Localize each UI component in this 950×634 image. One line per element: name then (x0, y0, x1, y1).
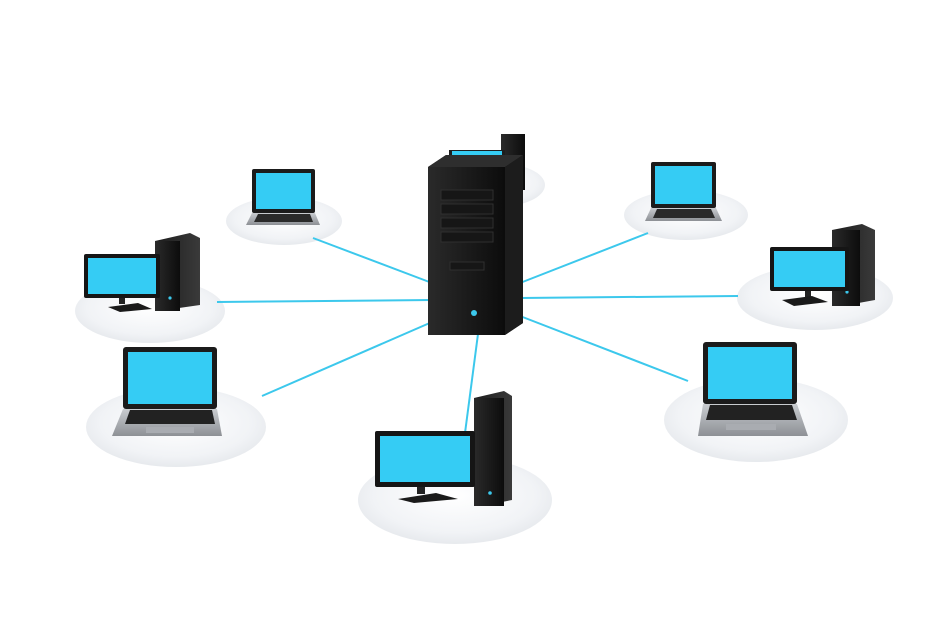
link-left-desktop (216, 299, 433, 303)
desktop-right (770, 224, 875, 306)
desktop-left (84, 233, 200, 312)
link-right-desktop (519, 295, 739, 299)
laptop-screen (655, 166, 712, 204)
monitor-screen (88, 258, 156, 294)
link-bottom-left-laptop (261, 321, 433, 397)
monitor-screen (774, 251, 845, 287)
power-led (471, 310, 477, 316)
monitor-screen (380, 436, 470, 482)
link-top-left-laptop (312, 237, 433, 284)
laptop-screen (128, 352, 212, 404)
desktop-bottom (375, 391, 512, 506)
link-bottom-right-laptop (519, 315, 689, 382)
link-top-right-laptop (519, 232, 649, 284)
laptop-screen (256, 173, 311, 209)
laptop-bottom-left (112, 347, 222, 436)
link-bottom-desktop (464, 333, 479, 434)
laptop-top-left (246, 169, 320, 225)
laptop-bottom-right (698, 342, 808, 436)
laptop-screen (708, 347, 792, 399)
hub-server-tower (428, 155, 523, 335)
laptop-top-right (645, 162, 722, 221)
